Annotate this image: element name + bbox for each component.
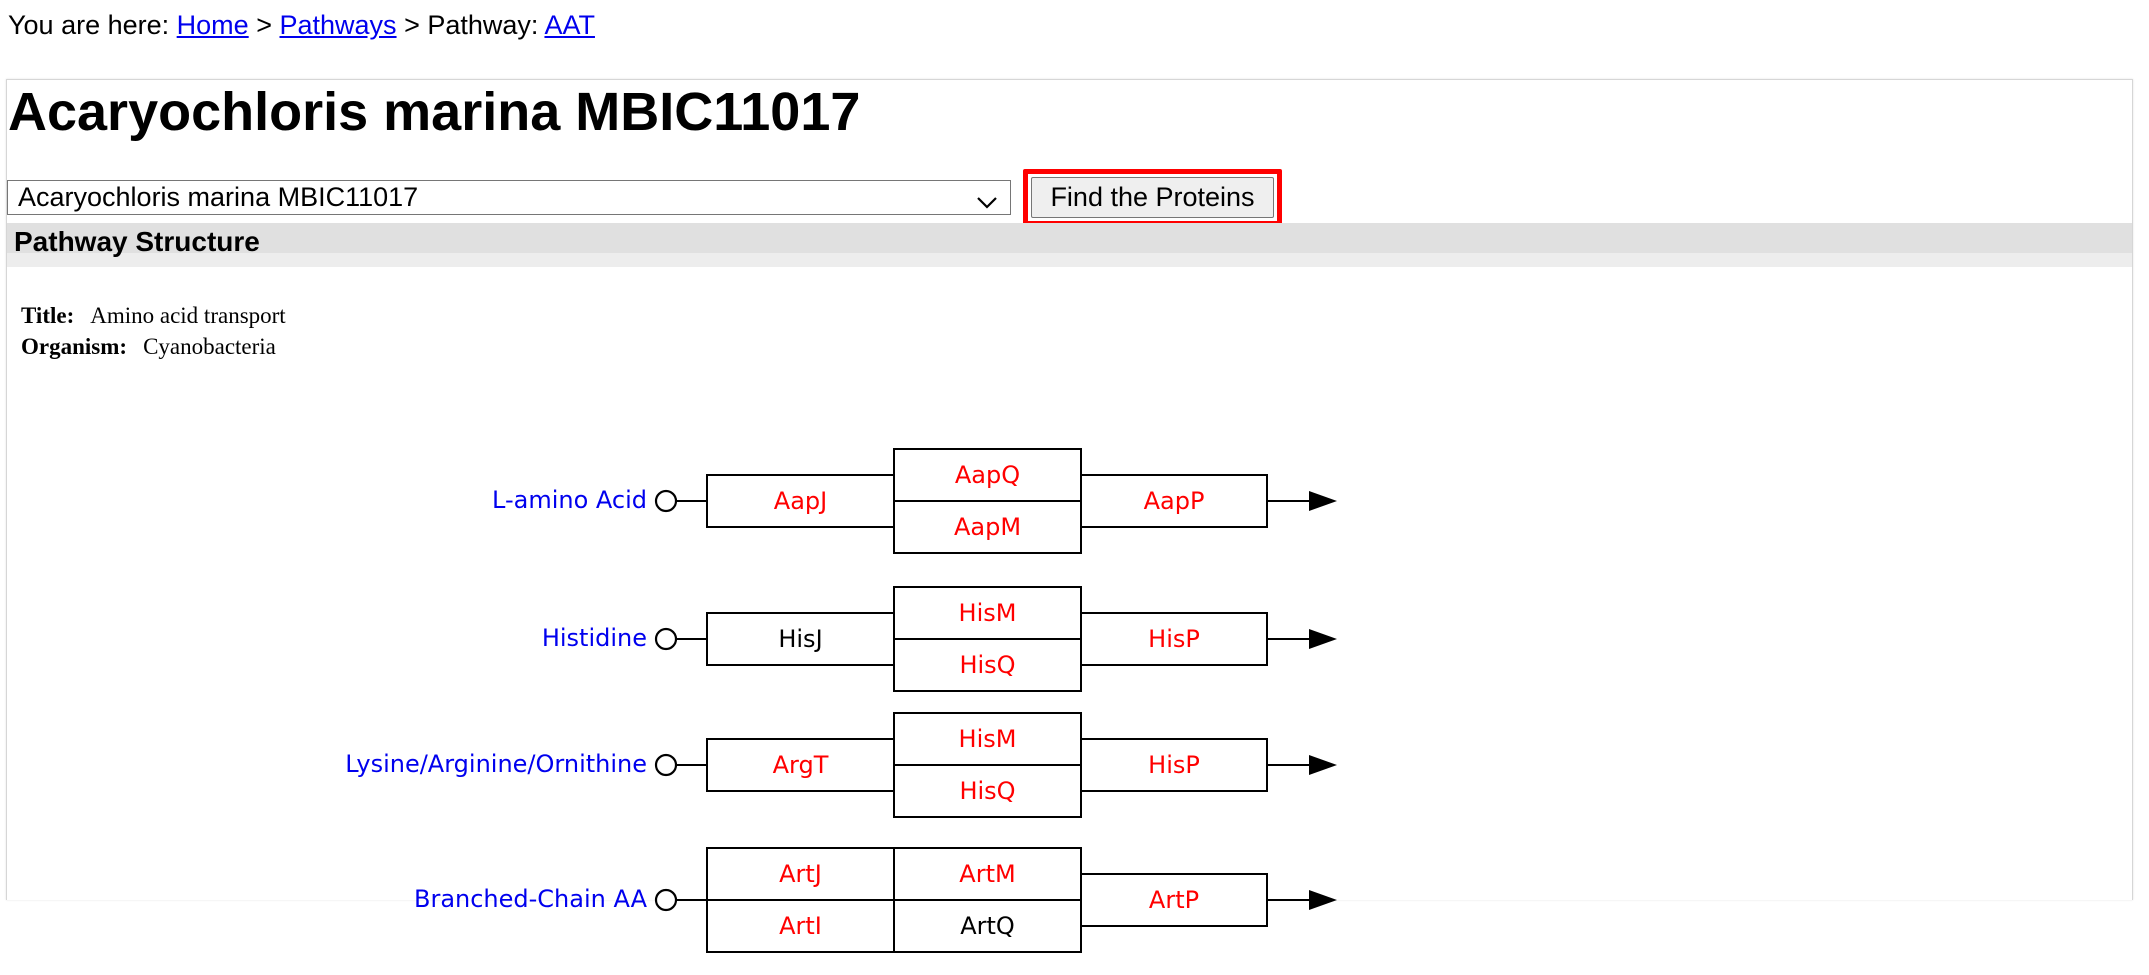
membrane-protein-label[interactable]: HisM xyxy=(959,599,1017,627)
binding-protein-label[interactable]: HisJ xyxy=(778,625,822,653)
breadcrumb-home-link[interactable]: Home xyxy=(176,10,249,40)
membrane-protein-label[interactable]: HisM xyxy=(959,725,1017,753)
atpase-protein-label[interactable]: HisP xyxy=(1148,625,1200,653)
pathway-organism-label: Organism: xyxy=(21,334,128,359)
binding-protein-label[interactable]: AapJ xyxy=(774,487,827,515)
breadcrumb-pathway-label: Pathway: xyxy=(427,10,539,40)
substrate-circle xyxy=(654,753,678,777)
substrate-link[interactable]: L-amino Acid xyxy=(492,486,647,514)
section-header: Pathway Structure xyxy=(7,223,2132,267)
membrane-protein-label[interactable]: ArtM xyxy=(959,860,1015,888)
find-proteins-button[interactable]: Find the Proteins xyxy=(1023,169,1282,226)
membrane-protein-label[interactable]: ArtQ xyxy=(960,912,1015,940)
atpase-protein-label[interactable]: AapP xyxy=(1144,487,1205,515)
find-proteins-button-label: Find the Proteins xyxy=(1031,177,1274,218)
atpase-protein-box[interactable] xyxy=(1080,474,1268,528)
breadcrumb-separator: > xyxy=(256,10,272,40)
atpase-protein-label[interactable]: ArtP xyxy=(1149,886,1199,914)
atpase-protein-box[interactable] xyxy=(1080,612,1268,666)
membrane-protein-label[interactable]: HisQ xyxy=(959,777,1015,805)
arrow-head-icon xyxy=(1309,629,1337,649)
substrate-link[interactable]: Branched-Chain AA xyxy=(414,885,648,913)
membrane-protein-box[interactable] xyxy=(893,500,1082,554)
pathway-organism-value: Cyanobacteria xyxy=(143,334,276,359)
substrate-circle xyxy=(654,627,678,651)
breadcrumb-prefix: You are here: xyxy=(8,10,170,40)
substrate-link[interactable]: Histidine xyxy=(542,624,647,652)
arrow-head-icon xyxy=(1309,755,1337,775)
organism-select-value: Acaryochloris marina MBIC11017 xyxy=(18,182,419,212)
membrane-protein-box[interactable] xyxy=(893,847,1082,901)
substrate-link[interactable]: Lysine/Arginine/Ornithine xyxy=(345,750,647,778)
binding-protein-label[interactable]: ArtI xyxy=(779,912,822,940)
content-panel: Acaryochloris marina MBIC11017 Acaryochl… xyxy=(6,79,2133,953)
arrow-head-icon xyxy=(1309,491,1337,511)
binding-protein-box[interactable] xyxy=(706,738,895,792)
pathway-organism-line: Organism: Cyanobacteria xyxy=(21,333,276,361)
binding-protein-label[interactable]: ArtJ xyxy=(779,860,822,888)
breadcrumb: You are here: Home > Pathways > Pathway:… xyxy=(8,8,595,42)
page-title: Acaryochloris marina MBIC11017 xyxy=(8,82,861,142)
pathway-title-line: Title: Amino acid transport xyxy=(21,302,286,330)
membrane-protein-box[interactable] xyxy=(893,638,1082,692)
pathway-title-label: Title: xyxy=(21,303,75,328)
substrate-circle xyxy=(654,489,678,513)
substrate-circle xyxy=(654,888,678,912)
membrane-protein-label[interactable]: AapM xyxy=(954,513,1021,541)
membrane-protein-label[interactable]: HisQ xyxy=(959,651,1015,679)
chevron-down-icon xyxy=(976,188,998,221)
pathway-title-value: Amino acid transport xyxy=(90,303,286,328)
binding-protein-box[interactable] xyxy=(706,612,895,666)
breadcrumb-pathways-link[interactable]: Pathways xyxy=(279,10,397,40)
breadcrumb-pathway-link[interactable]: AAT xyxy=(544,10,595,40)
membrane-protein-box[interactable] xyxy=(893,764,1082,818)
organism-select[interactable]: Acaryochloris marina MBIC11017 xyxy=(7,180,1011,215)
atpase-protein-label[interactable]: HisP xyxy=(1148,751,1200,779)
section-title: Pathway Structure xyxy=(14,226,260,257)
membrane-protein-label[interactable]: AapQ xyxy=(955,461,1020,489)
arrow-head-icon xyxy=(1309,890,1337,910)
breadcrumb-separator: > xyxy=(404,10,420,40)
binding-protein-label[interactable]: ArgT xyxy=(773,751,829,779)
